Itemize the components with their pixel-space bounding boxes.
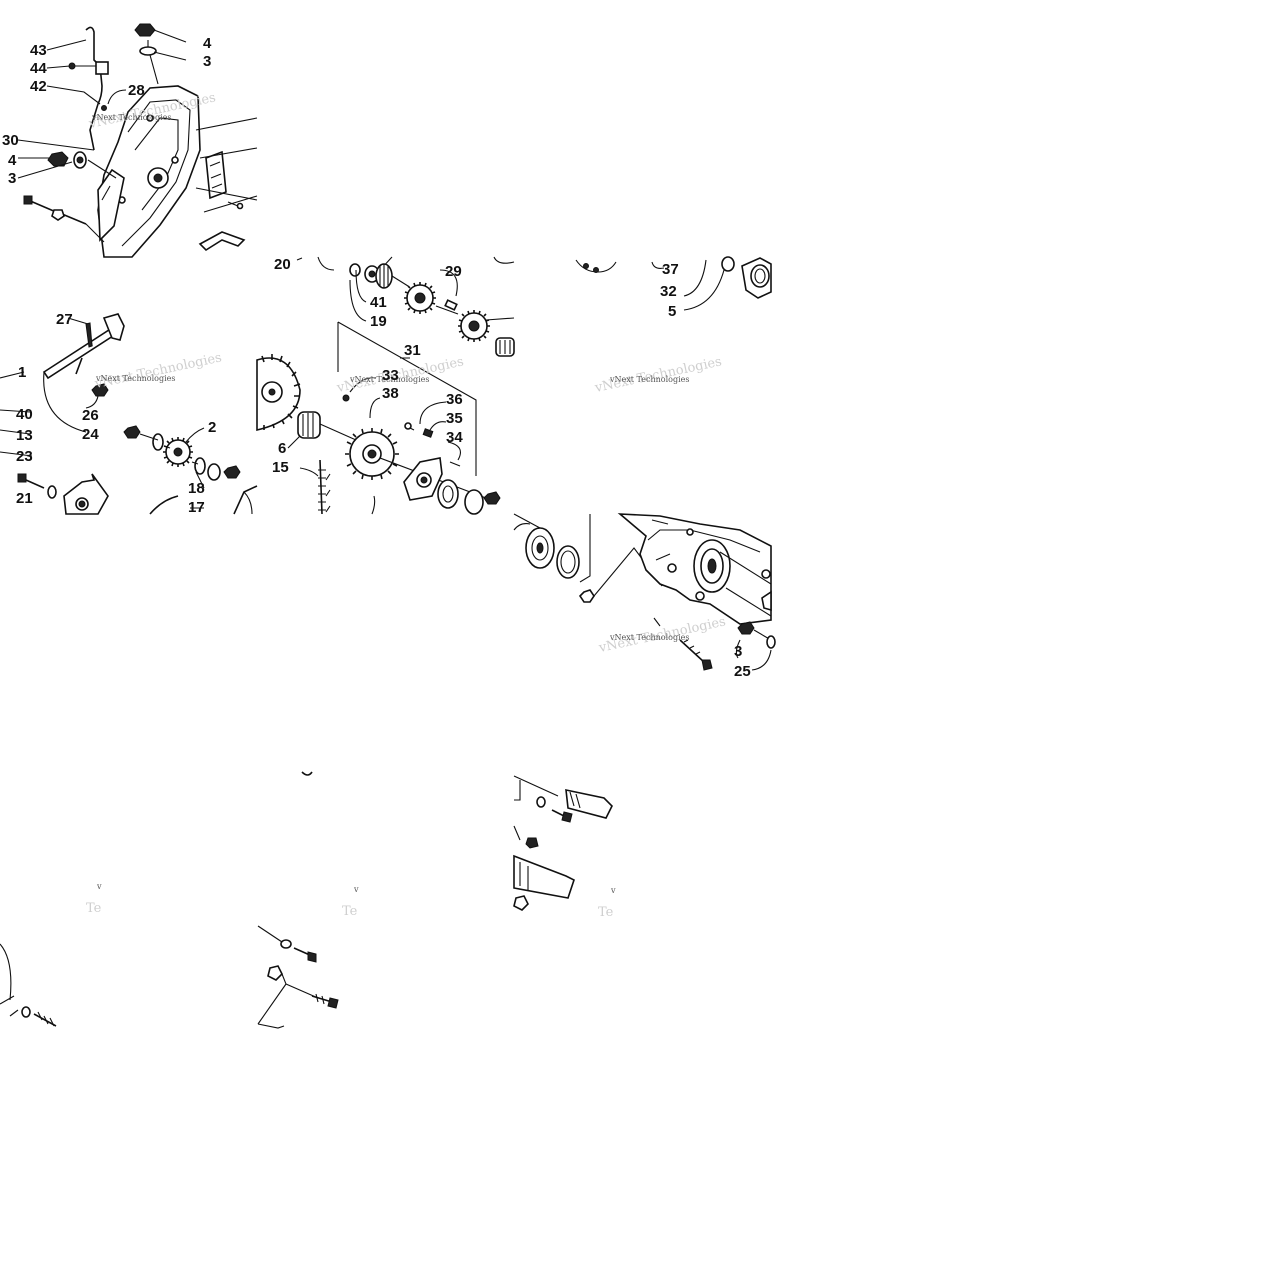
svg-text:Te: Te	[342, 904, 358, 919]
chaincase-housing-tile: vNext Technologies vNext Technologies 3 …	[513, 513, 776, 680]
callout-34: 34	[446, 429, 463, 446]
callout-18: 18	[188, 480, 205, 497]
watermark-text: vNext Technologies	[349, 375, 429, 384]
callout-5: 5	[668, 303, 676, 320]
watermark-text: vNext Technologies	[91, 113, 171, 122]
callout-41: 41	[370, 294, 387, 311]
svg-text:Te: Te	[598, 905, 614, 920]
callout-4: 4	[203, 35, 212, 52]
callout-3: 3	[203, 53, 211, 70]
watermark-fragment: v	[353, 885, 359, 894]
callout-35: 35	[446, 410, 463, 427]
svg-text:vNext Technologies: vNext Technologies	[93, 350, 223, 392]
upper-right-tile: vNext Technologies vNext Technologies 37…	[575, 256, 772, 396]
watermark-fragment: v	[610, 886, 616, 895]
callout-43: 43	[30, 42, 47, 59]
callout-24: 24	[82, 426, 99, 443]
callout-21: 21	[16, 490, 33, 507]
sprocket-29	[404, 282, 436, 314]
callout-42: 42	[30, 78, 47, 95]
callout-31: 31	[404, 342, 421, 359]
shaft-lever-tile: vNext Technologies vNext Technologies 27…	[0, 311, 258, 516]
brake-shaft	[42, 326, 118, 380]
watermark-text: vNext Technologies	[609, 375, 689, 384]
callout-32: 32	[660, 283, 677, 300]
callout-15: 15	[272, 459, 289, 476]
lower-fragments: v v v Te Te Te	[0, 771, 616, 1029]
callout-1: 1	[18, 364, 26, 381]
callout-17: 17	[188, 499, 205, 516]
callout-20: 20	[274, 256, 291, 273]
drive-sprocket	[345, 428, 399, 480]
watermark-text: vNext Technologies	[95, 374, 175, 383]
callout-36: 36	[446, 391, 463, 408]
callout-33: 33	[382, 367, 399, 384]
sprocket-tile: 20 41 19 29 31	[274, 256, 515, 476]
callout-30: 30	[2, 132, 19, 149]
driveshaft-assembly-tile: vNext Technologies vNext Technologies 33…	[256, 354, 501, 515]
callout-2: 2	[208, 419, 216, 436]
chaincase-cover-tile: vNext Technologies vNext Technologies 43…	[2, 23, 258, 258]
callout-26: 26	[82, 407, 99, 424]
callout-13: 13	[16, 427, 33, 444]
callout-25: 25	[734, 663, 751, 680]
callout-6: 6	[278, 440, 286, 457]
callout-23: 23	[16, 448, 33, 465]
callout-27: 27	[56, 311, 73, 328]
callout-4: 4	[8, 152, 17, 169]
callout-3: 3	[8, 170, 16, 187]
callout-29: 29	[445, 263, 462, 280]
gasket-plate	[205, 150, 227, 200]
sprocket-lower	[458, 310, 490, 342]
callout-44: 44	[30, 60, 47, 77]
sprocket-2	[163, 437, 193, 467]
svg-text:Te: Te	[86, 901, 102, 916]
watermark-fragment: v	[96, 882, 102, 891]
callout-40: 40	[16, 406, 33, 423]
watermark-text: vNext Technologies	[609, 633, 689, 642]
large-sprocket	[256, 354, 301, 432]
callout-28: 28	[128, 82, 145, 99]
callout-3: 3	[734, 643, 742, 660]
callout-38: 38	[382, 385, 399, 402]
callout-37: 37	[662, 261, 679, 278]
callout-19: 19	[370, 313, 387, 330]
